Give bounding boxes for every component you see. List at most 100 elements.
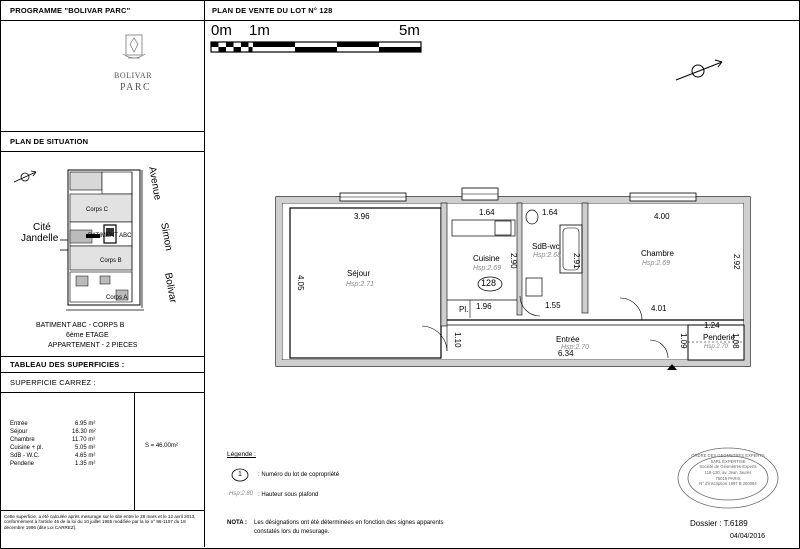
header-underline-right xyxy=(204,20,800,21)
surface-value: 16.30 m² xyxy=(72,429,96,435)
legend-hsp-text: : Hauteur sous plafond xyxy=(258,492,319,498)
scale-label-1: 1m xyxy=(249,22,270,39)
hsp-sdb: Hsp:2.68 xyxy=(533,252,562,259)
nota-line1: Les désignations ont été déterminées en … xyxy=(254,520,444,526)
room-placard: Pl. xyxy=(459,305,469,314)
dim-196: 1.96 xyxy=(476,302,492,311)
room-entree: Entrée xyxy=(556,335,580,344)
crest-icon xyxy=(122,34,146,59)
programme-title: PROGRAMME "BOLIVAR PARC" xyxy=(10,6,131,15)
carrez-title-divider xyxy=(0,392,204,393)
surface-row: Séjour 16.30 m² xyxy=(10,429,130,437)
stamp-line: 118-130, av. Jean Jaurès xyxy=(704,470,752,476)
stamp-line: Société de Géomètres-Experts xyxy=(699,464,757,470)
dim-400: 4.00 xyxy=(654,212,670,221)
surface-value: 6.95 m² xyxy=(75,421,96,427)
surfaces-list: Entrée 6.95 m² Séjour 16.30 m² Chambre 1… xyxy=(10,421,130,469)
room-penderie: Penderie xyxy=(703,333,736,342)
map-corps-b: Corps B xyxy=(100,258,122,264)
stamp-line: SARL EXPERTISE xyxy=(710,458,746,464)
dim-634: 6.34 xyxy=(558,349,574,358)
nota-label: NOTA : xyxy=(227,520,247,526)
surface-total: S = 46.00m² xyxy=(145,443,178,449)
situation-divider xyxy=(0,356,204,357)
situation-map xyxy=(13,169,144,311)
dim-401: 4.01 xyxy=(651,304,667,313)
situation-caption-3: APPARTEMENT - 2 PIECES xyxy=(48,342,138,349)
dim-155: 1.55 xyxy=(545,301,561,310)
situation-title-divider xyxy=(0,151,204,152)
scale-label-5: 5m xyxy=(399,22,420,39)
street-cite: Cité xyxy=(33,222,51,233)
room-chambre: Chambre xyxy=(641,249,674,258)
surface-name: Chambre xyxy=(10,437,35,443)
hsp-entree: Hsp:2.70 xyxy=(561,344,590,351)
dim-110: 1.10 xyxy=(453,332,462,348)
dim-124: 1.24 xyxy=(704,321,720,330)
dim-164-b: 1.64 xyxy=(542,208,558,217)
dim-290: 2.90 xyxy=(509,253,518,269)
header-underline-left xyxy=(0,20,204,21)
surface-row: Penderie 1.35 m² xyxy=(10,461,130,469)
surface-value: 11.70 m² xyxy=(72,437,96,443)
surface-value: 1.35 m² xyxy=(75,461,96,467)
surface-name: Entrée xyxy=(10,421,28,427)
map-batiment: BATIMENT ABC xyxy=(88,233,132,239)
dim-291: 2.91 xyxy=(572,253,581,269)
dim-396: 3.96 xyxy=(354,212,370,221)
hsp-sejour: Hsp:2.71 xyxy=(346,281,375,288)
dim-108: 1.08 xyxy=(731,333,740,349)
surfaces-title: TABLEAU DES SUPERFICIES : xyxy=(10,360,125,369)
room-sdb: SdB-wc xyxy=(532,242,560,251)
surfaces-column-divider xyxy=(134,392,135,510)
legend-hsp-symbol: Hsp:2.80 xyxy=(229,491,254,497)
logo-line1: BOLIVAR xyxy=(114,71,153,80)
surface-row: Cuisine + pl. 5.05 m² xyxy=(10,445,130,453)
plan-title: PLAN DE VENTE DU LOT N° 128 xyxy=(212,6,333,15)
stamp-text: ORDRE DES GEOMETRES EXPERTS SARL EXPERTI… xyxy=(684,453,772,487)
scale-label-0: 0m xyxy=(211,22,232,39)
map-corps-a: Corps A xyxy=(106,295,128,301)
carrez-footnote: Cette superficie, a été calculée après m… xyxy=(4,514,196,530)
surface-row: Entrée 6.95 m² xyxy=(10,421,130,429)
dim-405: 4.05 xyxy=(296,275,305,291)
dim-164-a: 1.64 xyxy=(479,208,495,217)
map-corps-c: Corps C xyxy=(86,207,109,213)
surface-value: 4.65 m² xyxy=(75,453,96,459)
hsp-penderie: Hsp:2.70 xyxy=(704,344,729,350)
lot-number: 128 xyxy=(481,278,497,288)
surface-name: Cuisine + pl. xyxy=(10,445,44,451)
legend-lot-text: : Numéro du lot de copropriété xyxy=(258,472,340,478)
surface-name: SdB - W.C. xyxy=(10,453,40,459)
bolivar-parc-logo: BOLIVAR PARC xyxy=(110,32,158,104)
dim-109: 1.09 xyxy=(679,333,688,349)
surface-row: Chambre 11.70 m² xyxy=(10,437,130,445)
surface-name: Penderie xyxy=(10,461,35,467)
left-panel-divider xyxy=(204,0,205,547)
legend-lot-symbol: 1 xyxy=(238,471,242,478)
stamp-line: ORDRE DES GEOMETRES EXPERTS xyxy=(691,453,765,458)
logo-line2: PARC xyxy=(120,82,152,93)
hsp-chambre: Hsp:2.69 xyxy=(642,260,671,267)
situation-caption-1: BATIMENT ABC - CORPS B xyxy=(36,322,125,329)
legend-title: Légende : xyxy=(227,451,256,458)
nota-line2: constatés lors du mesurage. xyxy=(254,529,330,535)
situation-title: PLAN DE SITUATION xyxy=(10,137,89,146)
logo-divider xyxy=(0,131,204,132)
hsp-cuisine: Hsp:2.69 xyxy=(473,265,502,272)
street-jandelle: Jandelle xyxy=(21,233,59,244)
carrez-title: SUPERFICIE CARREZ : xyxy=(10,378,96,387)
room-sejour: Séjour xyxy=(347,269,371,278)
dossier-number: Dossier : T.6189 xyxy=(690,519,748,528)
surface-value: 5.05 m² xyxy=(75,445,96,451)
surface-name: Séjour xyxy=(10,429,28,435)
situation-caption-2: 6ème ETAGE xyxy=(66,332,109,339)
dim-292: 2.92 xyxy=(732,254,741,270)
room-cuisine: Cuisine xyxy=(473,254,500,263)
stamp-line: N° d'inscription 1997 B 200094 xyxy=(699,481,757,487)
stamp-line: 75019 PARIS xyxy=(715,475,741,481)
north-arrow-icon xyxy=(13,170,37,183)
surface-row: SdB - W.C. 4.65 m² xyxy=(10,453,130,461)
dossier-date: 04/04/2016 xyxy=(730,533,766,540)
footnote-divider xyxy=(0,510,204,511)
